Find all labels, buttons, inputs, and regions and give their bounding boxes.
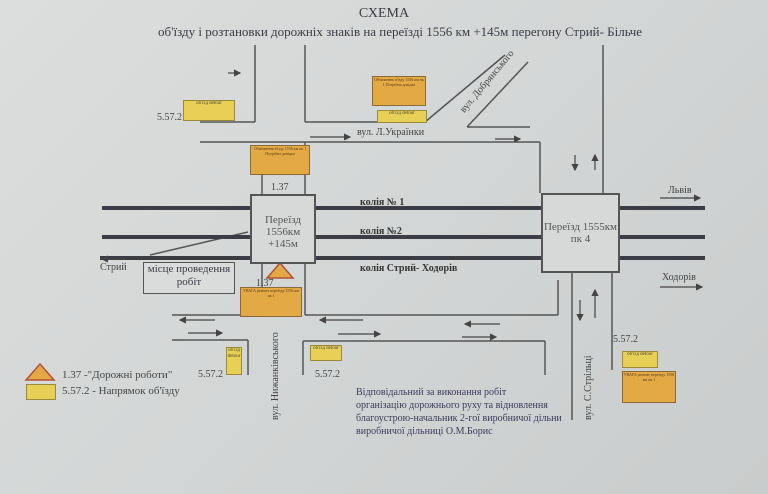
sign-code-label: 5.57.2	[198, 369, 223, 380]
sign-code-label: 1.37	[256, 278, 274, 289]
diagram-title: СХЕМА	[358, 6, 410, 21]
traffic-arrows	[100, 69, 704, 341]
responsible-note: Відповідальний за виконання робіт органі…	[356, 386, 562, 438]
crossing-label: пк 4	[570, 233, 591, 245]
detour-sign: об'їзд detour	[183, 100, 235, 121]
note-line: Відповідальний за виконання робіт	[356, 387, 507, 398]
legend-detour: 5.57.2 - Напрямок об'їзду	[62, 385, 180, 397]
attention-sign: УВАГА ремонт переїзду 1556 км пк 1	[240, 287, 302, 317]
track-3-label: колія Стрий- Ходорів	[360, 263, 458, 274]
diagram-subtitle: об'їзду і розтановки дорожніх знаків на …	[158, 24, 642, 39]
note-line: виробничої дільниці О.М.Борис	[356, 426, 493, 437]
note-line: благоустрою-начальник 2-гої виробничої д…	[356, 413, 562, 424]
road-edges	[149, 45, 613, 420]
restriction-sign: Обмеження в'їзду 1556 км пк 1 Потрібна д…	[372, 76, 426, 106]
street-ukrainky: вул. Л.Українки	[357, 127, 425, 138]
street-nyzhankivskoho: вул. Нижанківського	[270, 332, 281, 420]
direction-stryi: Стрий	[100, 262, 127, 273]
note-line: організацію дорожнього руху та відновлен…	[356, 400, 548, 411]
track-1-label: колія № 1	[360, 197, 405, 208]
restriction-sign: Обмеження в'їзду 1556 км пк 1 Потрібна д…	[250, 145, 310, 175]
sign-code-label: 5.57.2	[613, 334, 638, 345]
direction-khodoriv: Ходорів	[662, 272, 696, 283]
detour-sign: об'їзд detour	[310, 345, 342, 361]
street-striltsi: вул. С.Стрільці	[583, 355, 594, 420]
detour-sign: об'їзд detour	[226, 347, 242, 375]
crossing-label: +145м	[268, 238, 298, 250]
crossing-label: Переїзд 1555км	[543, 221, 618, 233]
crossing-label: Переїзд	[264, 214, 301, 226]
work-place-callout: місце проведення робіт	[143, 262, 235, 294]
sign-code-label: 5.57.2	[157, 112, 182, 123]
sign-code-label: 1.37	[271, 182, 289, 193]
track-2-label: колія №2	[360, 226, 402, 237]
crossing-label: 1556км	[265, 226, 301, 238]
legend-roadworks: 1.37 -"Дорожні роботи"	[62, 369, 173, 381]
direction-lviv: Львів	[668, 185, 692, 196]
crossing-1555: Переїзд 1555км пк 4	[541, 193, 620, 273]
detour-sign-icon	[26, 384, 56, 400]
crossing-1556: Переїзд 1556км +145м	[250, 194, 316, 264]
attention-sign: УВАГА ремонт переїзду 1556 км пк 1	[622, 371, 676, 403]
detour-sign: об'їзд detour	[377, 110, 427, 123]
detour-sign: об'їзд detour	[622, 351, 658, 368]
sign-code-label: 5.57.2	[315, 369, 340, 380]
